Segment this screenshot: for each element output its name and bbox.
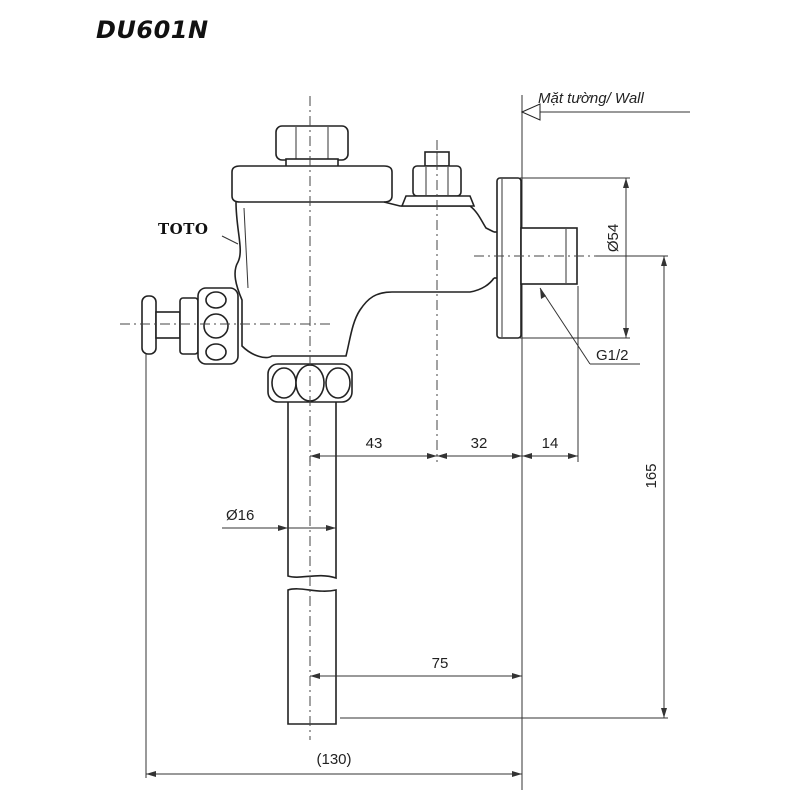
dim-165: 165 (643, 463, 660, 488)
wall-label: Mặt tường/ Wall (538, 90, 644, 107)
valve-body (234, 201, 495, 359)
thread-label: G1/2 (596, 347, 629, 364)
dim-pipe-diameter: Ø16 (226, 507, 254, 524)
brand-logo: TOTO (158, 220, 208, 238)
dim-inlet-diameter: Ø54 (605, 224, 622, 252)
body-seam (243, 207, 249, 289)
top-hex-nut (275, 125, 349, 168)
brand-leader (221, 235, 239, 245)
wall-marker (520, 103, 541, 121)
adjust-screw (400, 151, 476, 207)
dim-32: 32 (471, 435, 488, 452)
model-title: DU601N (96, 16, 209, 44)
dim-130: (130) (316, 751, 351, 768)
dim-75: 75 (432, 655, 449, 672)
valve-cap (231, 165, 393, 203)
thread-leader (539, 287, 591, 365)
dim-14: 14 (542, 435, 559, 452)
dim-43: 43 (366, 435, 383, 452)
wall-flange (496, 177, 522, 339)
flush-handle (141, 287, 239, 365)
